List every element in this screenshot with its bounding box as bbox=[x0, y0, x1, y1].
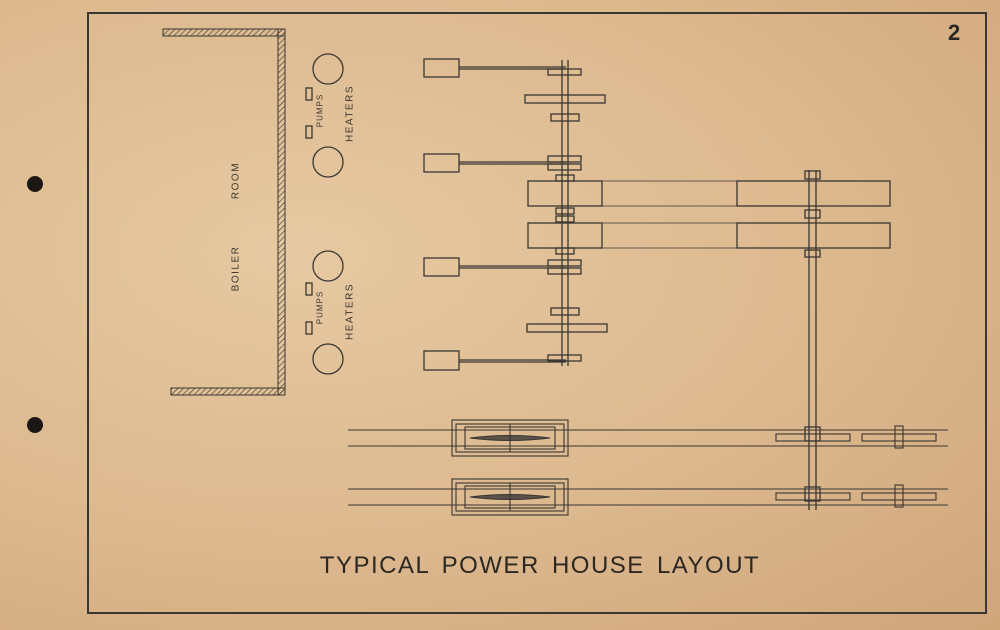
heater-circle bbox=[312, 250, 344, 282]
binder-hole-bottom bbox=[27, 417, 43, 433]
drawing-title: TYPICAL POWER HOUSE LAYOUT bbox=[319, 552, 761, 579]
generator-shafts bbox=[348, 419, 948, 516]
heaters-label-bottom: HEATERS bbox=[344, 283, 356, 340]
boiler-room-walls bbox=[162, 28, 286, 396]
pumps-label-top: PUMPS bbox=[315, 93, 325, 128]
drawing-border bbox=[87, 12, 987, 614]
heater-circle bbox=[312, 343, 344, 375]
heater-pump-group bbox=[305, 53, 344, 375]
pump-block bbox=[305, 125, 313, 139]
pump-block bbox=[305, 321, 313, 335]
pump-block bbox=[305, 87, 313, 101]
binder-hole-top bbox=[27, 176, 43, 192]
main-line-shaft bbox=[524, 60, 608, 366]
pumps-label-bottom: PUMPS bbox=[315, 290, 325, 325]
boiler-label: BOILER bbox=[230, 245, 242, 292]
heater-circle bbox=[312, 53, 344, 85]
pump-block bbox=[305, 282, 313, 296]
heater-circle bbox=[312, 146, 344, 178]
counter-shaft bbox=[804, 170, 821, 510]
belt-drive bbox=[527, 180, 891, 249]
heaters-label-top: HEATERS bbox=[344, 85, 356, 142]
room-label: ROOM bbox=[230, 161, 242, 200]
page-number: 2 bbox=[948, 20, 961, 45]
